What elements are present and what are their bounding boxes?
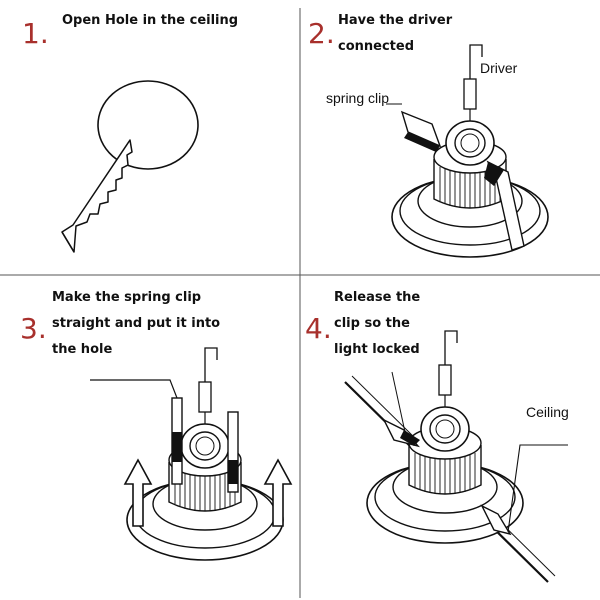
- step-4-caption: Release the clip so the light locked: [334, 290, 421, 357]
- step-3-number: 3.: [20, 312, 47, 345]
- step-2-number: 2.: [308, 17, 335, 50]
- step-4-number: 4.: [305, 312, 332, 345]
- step-1-number: 1.: [22, 17, 49, 50]
- driver-label: Driver: [480, 60, 518, 76]
- step-1-caption: Open Hole in the ceiling: [62, 13, 239, 28]
- step-2-caption: Have the driver connected: [338, 13, 453, 54]
- spring-clip-label: spring clip: [326, 90, 390, 106]
- ceiling-label: Ceiling: [526, 404, 569, 420]
- step-3-caption: Make the spring clip straight and put it…: [52, 290, 221, 357]
